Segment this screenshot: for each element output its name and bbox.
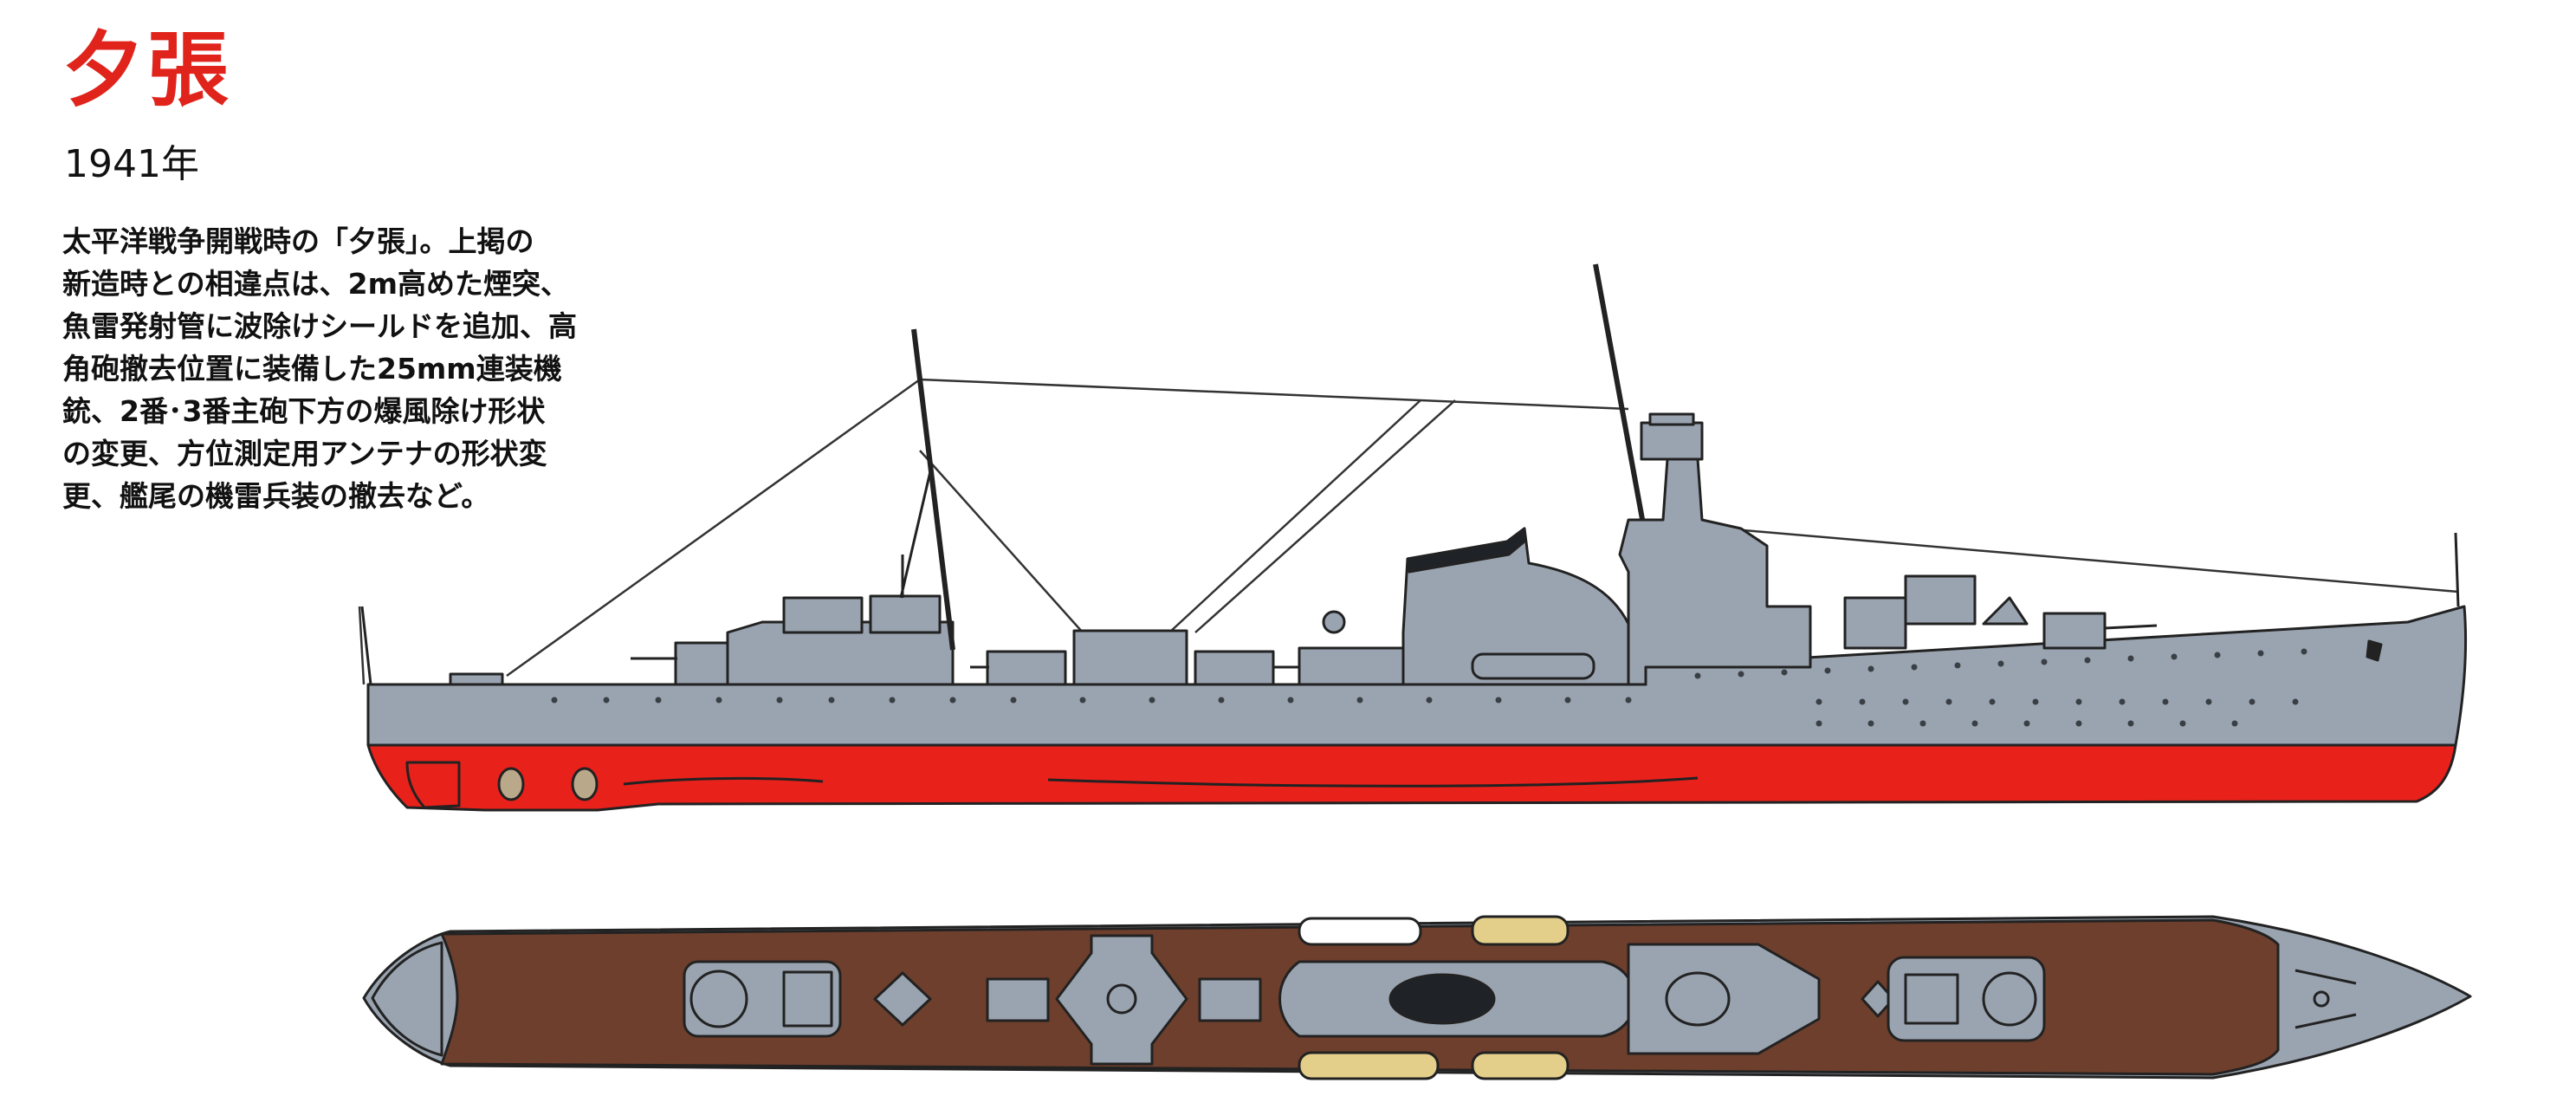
- plan-stern-cap: [371, 941, 443, 1057]
- rigging-wires: [358, 378, 2459, 685]
- midship-deckhouse: [1298, 646, 1405, 686]
- plan-boat: [1471, 1051, 1570, 1080]
- propeller-icon: [497, 767, 599, 801]
- mast-strut: [899, 467, 933, 599]
- director-top: [1648, 412, 1695, 426]
- funnel-cap: [1406, 527, 1526, 574]
- description-line: 新造時との相違点は、2m高めた煙突、: [62, 267, 570, 301]
- plan-bow-fittings: [2294, 969, 2357, 1029]
- plan-boat: [1298, 1051, 1440, 1080]
- bilge-keel: [623, 776, 824, 786]
- blast-shield: [1982, 596, 2029, 626]
- forward-gun-turret: [1904, 574, 1977, 626]
- side-profile-view: [358, 263, 2468, 812]
- bow-jackstaff: [2454, 532, 2460, 607]
- gun-barrel: [2104, 624, 2158, 630]
- plan-aft-turret: [689, 970, 748, 1028]
- description-line: 魚雷発射管に波除けシールドを追加、高: [62, 309, 577, 343]
- bilge-keel: [1047, 776, 1699, 788]
- ship-name-title: 夕張: [62, 23, 233, 118]
- boat: [1471, 652, 1595, 680]
- plan-mast-base: [1106, 983, 1137, 1015]
- plan-aft-mount: [782, 970, 833, 1028]
- main-mast: [911, 328, 955, 651]
- torpedo-mount: [1072, 629, 1188, 686]
- hull-upper-grey: [366, 605, 2468, 747]
- plan-gun-mount: [986, 977, 1050, 1022]
- forward-gun-turret: [1843, 596, 1907, 650]
- description-line: 太平洋戦争開戦時の「夕張」。上掲の: [62, 224, 534, 258]
- midship-gun-turret: [1194, 650, 1275, 686]
- plan-rangefinder: [873, 971, 932, 1027]
- searchlight: [1322, 610, 1346, 634]
- aft-rangefinder-house: [869, 594, 942, 634]
- plan-boat: [1298, 917, 1422, 946]
- plan-forward-turret: [1904, 973, 1959, 1025]
- stern-flagstaff: [360, 606, 372, 685]
- year-label: 1941年: [64, 142, 199, 186]
- midship-gun-turret: [986, 650, 1067, 686]
- forward-gun-turret: [2042, 612, 2107, 650]
- stern-deck-fitting: [449, 672, 504, 686]
- description-line: 銃、2番･3番主砲下方の爆風除け形状: [62, 394, 546, 428]
- description-line: の変更、方位測定用アンテナの形状変: [62, 437, 547, 470]
- plan-view: [362, 915, 2472, 1080]
- plan-boat: [1471, 915, 1570, 946]
- description-line: 更、艦尾の機雷兵装の撤去など。: [62, 479, 490, 513]
- anchor-icon: [2366, 639, 2383, 662]
- bridge-superstructure: [1618, 457, 1812, 686]
- plan-forward-turret: [1982, 971, 2037, 1027]
- porthole-row: [551, 648, 2307, 727]
- fore-mast: [1593, 263, 1647, 529]
- hull-underwater-red: [366, 743, 2457, 812]
- plan-director: [1665, 971, 1731, 1027]
- rudder: [405, 761, 461, 809]
- aft-superstructure-block: [782, 596, 864, 634]
- aft-gun-turret: [674, 641, 729, 686]
- plan-funnel-top: [1388, 973, 1496, 1025]
- description-line: 角砲撤去位置に装備した25mm連装機: [62, 352, 562, 386]
- gun-director-tower: [1640, 421, 1704, 461]
- plan-gun-mount: [1198, 977, 1262, 1022]
- description-text: 太平洋戦争開戦時の「夕張」。上掲の 新造時との相違点は、2m高めた煙突、 魚雷発…: [62, 220, 634, 517]
